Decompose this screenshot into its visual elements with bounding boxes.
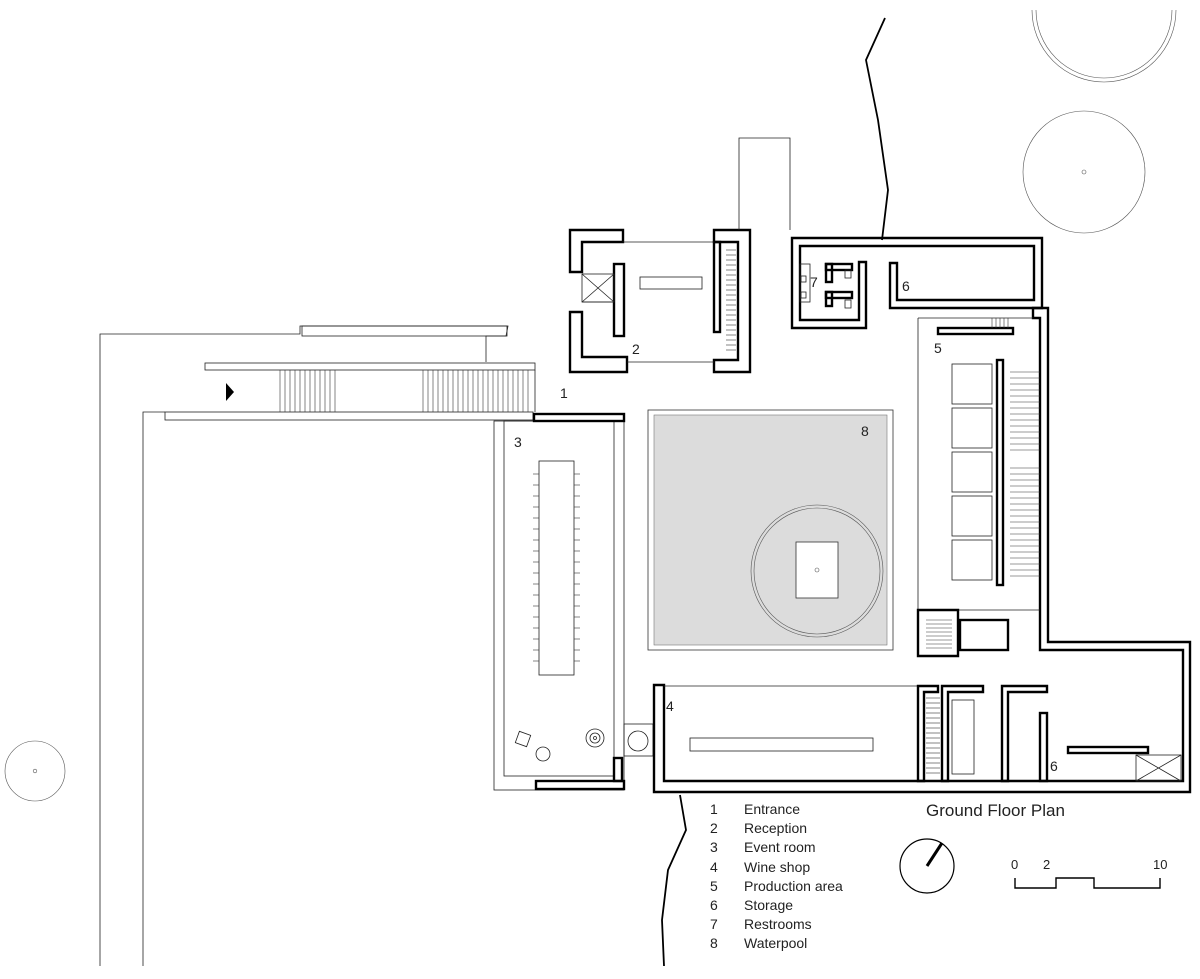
legend-number: 4	[710, 859, 718, 875]
label-reception: 2	[632, 341, 640, 357]
restrooms-storage-block	[790, 236, 1044, 330]
legend-name: Production area	[744, 878, 843, 894]
legend-number: 7	[710, 916, 718, 932]
legend-name: Storage	[744, 897, 793, 913]
legend-number: 6	[710, 897, 718, 913]
tree-trunk-left	[32, 768, 38, 774]
entrance-arrow-icon	[226, 383, 234, 401]
waterpool	[647, 409, 894, 651]
trees	[4, 9, 1177, 802]
tree-canopy-top-inner	[1035, 9, 1173, 79]
tree-canopy-top	[1031, 9, 1177, 83]
legend-name: Wine shop	[744, 859, 810, 875]
tree-canopy-right	[1022, 110, 1146, 234]
event-room	[493, 412, 654, 791]
legend-number: 8	[710, 935, 718, 951]
label-storage-top: 6	[902, 278, 910, 294]
event-table-chairs	[533, 473, 580, 662]
production-area	[916, 317, 1040, 658]
legend-number: 1	[710, 801, 718, 817]
plan-title: Ground Floor Plan	[926, 801, 1065, 820]
terrain-line-top	[865, 17, 889, 241]
label-storage-bottom: 6	[1050, 758, 1058, 774]
label-restrooms: 7	[810, 274, 818, 290]
reception-stairs	[726, 249, 736, 351]
production-stairs-side	[1010, 371, 1040, 577]
entrance-bridge	[164, 362, 536, 421]
entrance-stairs-left	[279, 370, 336, 412]
label-waterpool: 8	[861, 423, 869, 439]
legend-name: Restrooms	[744, 916, 812, 932]
label-event-room: 3	[514, 434, 522, 450]
site-boundary	[99, 325, 509, 966]
north-arrow-icon	[899, 838, 955, 894]
legend-name: Event room	[744, 839, 816, 855]
legend-name: Waterpool	[744, 935, 807, 951]
scale-bar: 0 2 10	[1011, 857, 1167, 889]
label-production: 5	[934, 340, 942, 356]
entrance-stairs-right	[422, 370, 529, 412]
room-legend: 1 Entrance 2 Reception 3 Event room 4 Wi…	[710, 801, 843, 951]
legend-number: 5	[710, 878, 718, 894]
legend-name: Reception	[744, 820, 807, 836]
tree-canopy-left	[4, 740, 66, 802]
shop-stairs	[926, 697, 940, 774]
scale-label: 2	[1043, 857, 1050, 872]
scale-label: 10	[1153, 857, 1167, 872]
tree-trunk-right	[1081, 169, 1087, 175]
production-stairs-bottom	[926, 619, 952, 649]
legend-number: 3	[710, 839, 718, 855]
scale-label: 0	[1011, 857, 1018, 872]
legend-number: 2	[710, 820, 718, 836]
label-entrance: 1	[560, 385, 568, 401]
terrain-line-bottom	[661, 794, 687, 967]
production-stairs-top	[991, 318, 1009, 328]
legend-name: Entrance	[744, 801, 800, 817]
reception-block	[568, 137, 791, 374]
label-wine-shop: 4	[666, 698, 674, 714]
